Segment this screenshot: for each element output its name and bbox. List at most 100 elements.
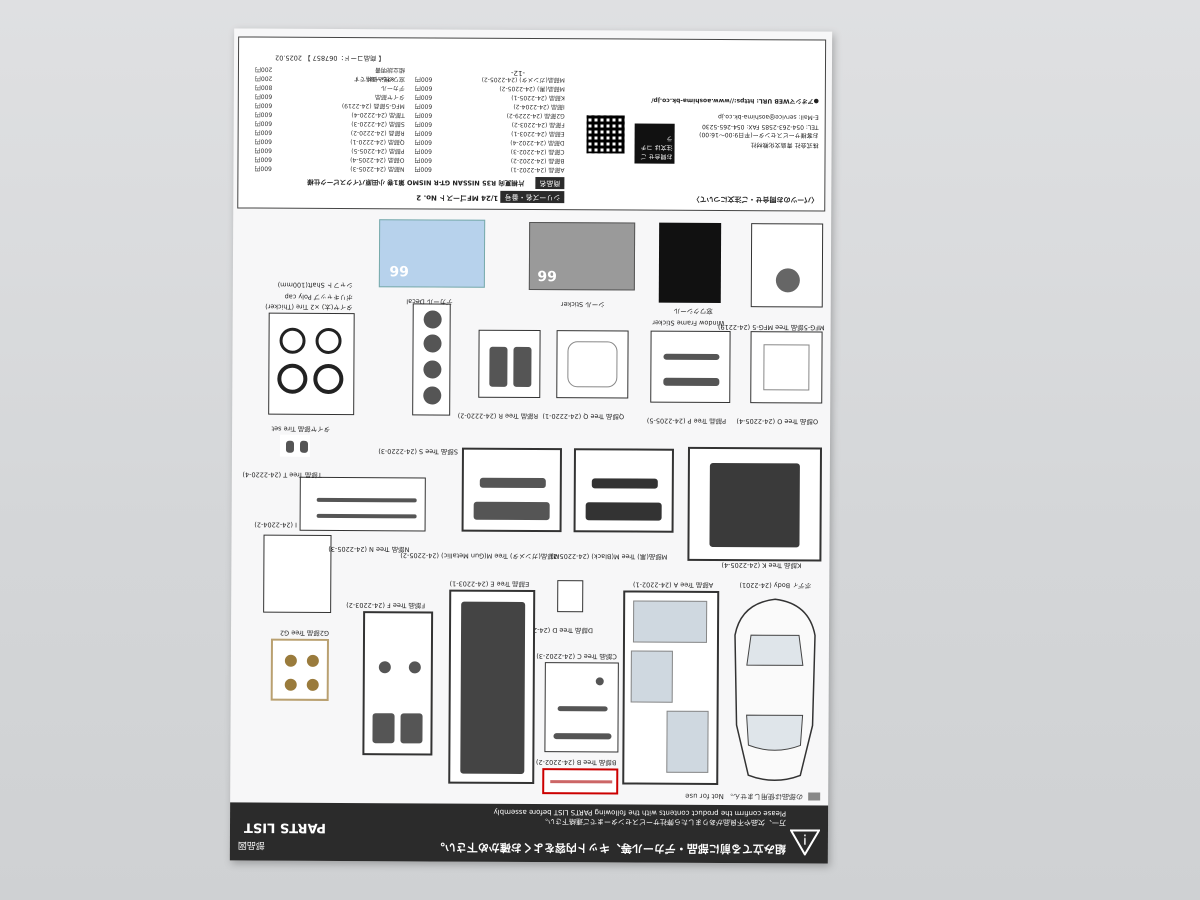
price-row: Q部品 (24-2220-1)600円 <box>254 137 405 146</box>
sheet-content-rotated: ! 組み立てる前に部品・デカール等、キット内容をよくお確かめ下さい。 万一、欠品… <box>229 28 832 864</box>
tree-s <box>412 303 451 416</box>
price-row: C部品 (24-2202-3)600円 <box>414 147 565 156</box>
tree-f-part <box>400 713 423 744</box>
price-row: F部品 (24-2203-2)600円 <box>414 120 565 129</box>
tree-c-part <box>557 706 608 712</box>
tire-thin <box>279 327 306 354</box>
tree-r <box>478 329 541 399</box>
tree-f-label: F部品 Tree F (24-2203-2) <box>346 601 426 610</box>
price-row: T部品 (24-2220-4)600円 <box>254 110 405 119</box>
tree-m-black-label: M部品(黒) Tree M(Black) (24-2205-2) <box>550 552 668 561</box>
notice-jp: 組み立てる前に部品・デカール等、キット内容をよくお確かめ下さい。 <box>433 840 786 856</box>
decal-number: 99 <box>389 264 410 281</box>
tree-a-part-window <box>632 600 708 643</box>
tree-r-part <box>489 346 508 387</box>
tree-t <box>279 434 311 457</box>
price-row: K部品 (24-2205-1)600円 <box>414 93 565 102</box>
tree-s-label: S部品 Tree S (24-2220-3) <box>378 447 458 456</box>
price-row: R部品 (24-2220-2)600円 <box>254 128 405 137</box>
tree-e-label: E部品 Tree E (24-2203-1) <box>449 579 530 588</box>
tree-b-label: B部品 Tree B (24-2202-2) <box>535 758 617 767</box>
qr-code <box>586 115 625 154</box>
series-value: 1/24 MFゴースト No. 2 <box>416 193 499 202</box>
company-name: 株式会社 青島文化教材社 <box>750 141 819 149</box>
tree-a-part-window <box>666 710 709 773</box>
not-for-use-en: Not for use <box>685 791 724 801</box>
tree-t-label: T部品 Tree T (24-2220-4) <box>242 470 322 479</box>
decal-sheet: 99 <box>378 219 486 288</box>
tree-mfg5 <box>750 223 824 308</box>
tree-o-label: O部品 Tree O (24-2205-4) <box>736 417 819 426</box>
tree-s-wheel <box>423 386 442 405</box>
tree-b <box>542 768 619 795</box>
not-for-use-legend: の部品は使用しません。 Not for use <box>685 791 821 802</box>
tree-mfg5-label: MFG-5部品 Tree MFG-5 (24-2219) <box>717 322 825 332</box>
tree-c-label: C部品 Tree C (24-2202-3) <box>536 652 617 661</box>
tree-o <box>750 331 823 404</box>
tree-r-label: R部品 Tree R (24-2220-2) <box>457 411 539 421</box>
web-url: ●アオシマWEB URL: https://www.aoshima-bk.co.… <box>651 96 819 105</box>
product-code: 【 商品コード：067857 】 2025.02 <box>275 53 386 63</box>
tree-p <box>650 330 731 404</box>
price-row: P部品 (24-2205-5)600円 <box>254 146 405 155</box>
tree-f-part <box>408 661 421 674</box>
product-value: 片桐夏向 R35 NISSAN GT-R NISMO 第1巻 小田原パイクスピー… <box>307 177 525 187</box>
tree-g2-part <box>284 678 297 691</box>
tree-f-part <box>372 713 395 744</box>
tree-m-black-part <box>591 478 658 489</box>
tree-d <box>557 580 584 613</box>
price-row: B部品 (24-2202-2)600円 <box>414 156 565 165</box>
sticker-label: シール Sticker <box>560 300 605 309</box>
page-number: -12- <box>510 68 525 77</box>
tree-g2-part <box>306 654 319 667</box>
tire-set-label: タイヤ部品 Tire set <box>271 424 331 433</box>
service-center: お客様サービスセンター(平日9:00〜16:00) <box>699 130 819 139</box>
tree-body-label: ボディ Body (24-2201) <box>739 581 812 590</box>
tree-n-label: N部品 Tree N (24-2205-3) <box>328 544 410 554</box>
not-for-use-jp: の部品は使用しません。 <box>726 792 803 801</box>
tree-b-runner <box>550 780 613 784</box>
tree-r-part <box>513 346 532 388</box>
window-frame-label-jp: 窓ワクシール <box>673 306 713 315</box>
tree-n <box>299 476 426 532</box>
tree-p-part <box>663 353 720 360</box>
price-row: A部品 (24-2202-1)600円 <box>414 165 565 174</box>
tire-thick <box>277 363 308 394</box>
tree-m-gun <box>461 447 562 533</box>
price-row: E部品 (24-2203-1)600円 <box>414 129 565 138</box>
tel-fax: TEL: 054-263-2585 FAX: 054-265-5230 <box>701 122 819 131</box>
price-row: O部品 (24-2205-4)600円 <box>254 155 405 164</box>
tree-i <box>263 534 332 613</box>
parts-list-header: ! 組み立てる前に部品・デカール等、キット内容をよくお確かめ下さい。 万一、欠品… <box>229 802 829 864</box>
sticker-number: 99 <box>537 269 558 286</box>
tree-c <box>544 662 619 753</box>
tree-c-part <box>595 677 604 686</box>
parts-list-title-jp: 部品図 <box>237 839 265 850</box>
price-row: D部品 (24-2202-4)600円 <box>414 138 565 147</box>
tree-s-wheel <box>423 360 442 379</box>
tree-o-part <box>763 344 810 391</box>
tree-g2-part <box>284 654 297 667</box>
tree-n-part <box>316 513 417 519</box>
decal-label: デカール Decal <box>406 297 453 306</box>
notice-jp-2: 万一、欠品や不良品がありましたら弊社サービスセンターまでご連絡下さい。 <box>541 817 787 827</box>
tree-mfg5-part <box>775 268 800 293</box>
tree-m-gun-part <box>473 501 550 521</box>
tree-a-label: A部品 Tree A (24-2202-1) <box>632 580 714 589</box>
tire-thick-label: タイヤ(太) ×2 Tire (Thicker) <box>265 302 353 312</box>
tire-set <box>268 312 355 416</box>
order-heading: 〈パーツのお問合せ・ご注文について〉 <box>692 194 819 204</box>
tire-thick <box>313 363 344 395</box>
shaft-label: シャフト Shaft(100mm) <box>277 280 353 290</box>
tree-p-label: P部品 Tree P (24-2205-5) <box>646 416 727 426</box>
price-row: S部品 (24-2220-3)600円 <box>254 119 405 128</box>
email: E-Mail: service@aoshima-bk.co.jp <box>718 112 819 121</box>
price-row: MFG-5部品 (24-2219)600円 <box>254 101 405 110</box>
body-outline-drawing <box>734 598 816 782</box>
tree-k <box>687 446 822 562</box>
price-row: I部品 (24-2204-2)600円 <box>414 102 565 111</box>
product-label: 商品名 <box>535 177 565 190</box>
